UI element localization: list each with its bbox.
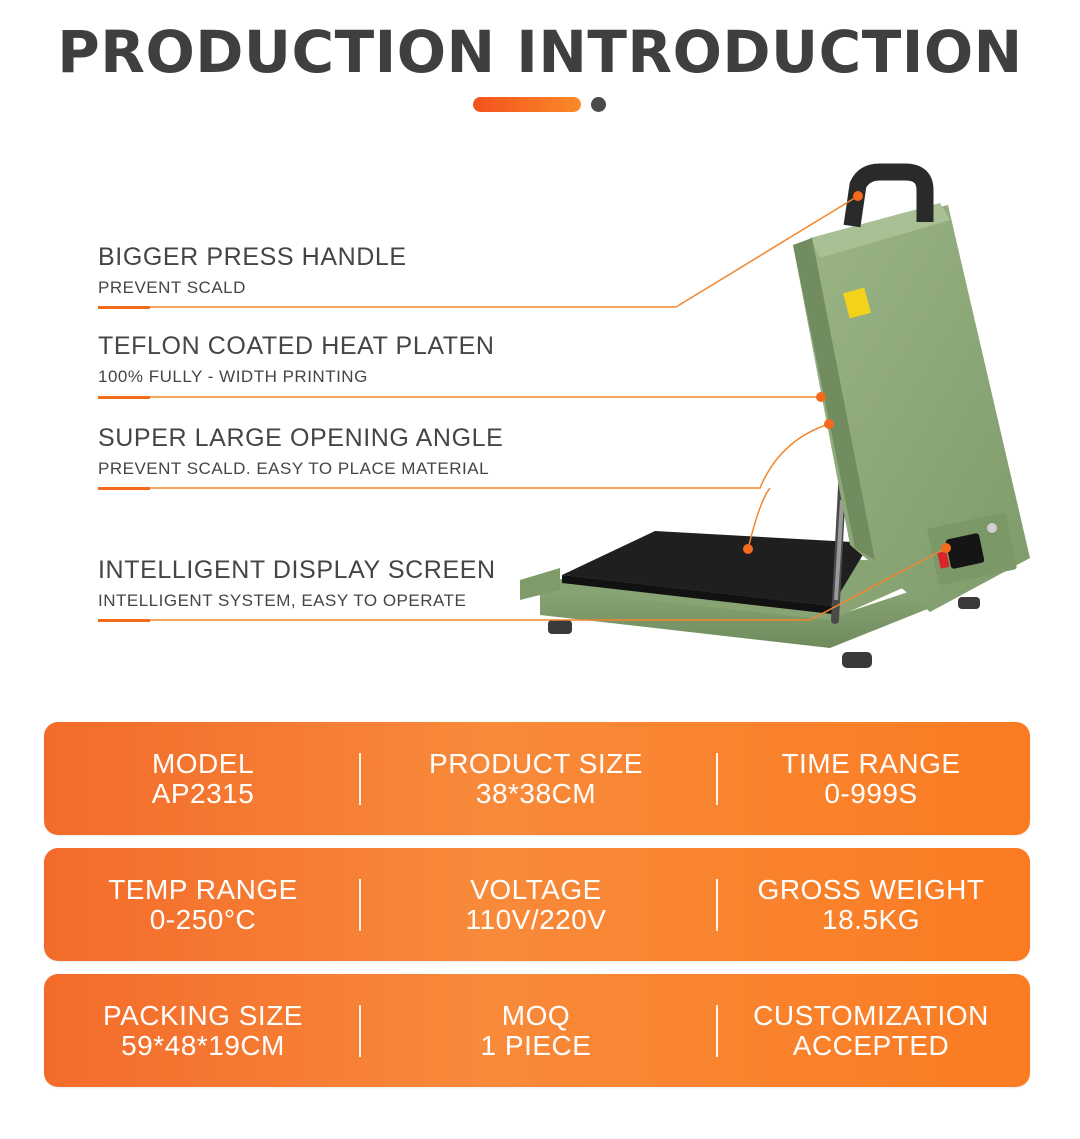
spec-label: MODEL — [151, 748, 255, 779]
spec-label: MOQ — [501, 1000, 571, 1031]
feature-press-handle: BIGGER PRESS HANDLE PREVENT SCALD — [98, 243, 407, 298]
spec-value: 38*38CM — [475, 778, 597, 809]
spec-divider — [359, 753, 361, 805]
feature-title: INTELLIGENT DISPLAY SCREEN — [98, 556, 496, 584]
spec-voltage: VOLTAGE 110V/220V — [377, 848, 695, 961]
spec-divider — [716, 1005, 718, 1057]
feature-marker — [98, 396, 150, 399]
feature-title: SUPER LARGE OPENING ANGLE — [98, 424, 504, 452]
feature-marker — [98, 619, 150, 622]
feature-title: BIGGER PRESS HANDLE — [98, 243, 407, 271]
spec-value: ACCEPTED — [792, 1030, 950, 1061]
spec-divider — [716, 879, 718, 931]
feature-subtitle: 100% FULLY - WIDTH PRINTING — [98, 367, 368, 386]
feature-marker — [98, 487, 150, 490]
feature-title: TEFLON COATED HEAT PLATEN — [98, 332, 495, 360]
feature-heat-platen: TEFLON COATED HEAT PLATEN 100% FULLY - W… — [98, 332, 495, 387]
spec-divider — [359, 1005, 361, 1057]
spec-label: TEMP RANGE — [108, 874, 298, 905]
callout-lines — [98, 195, 947, 621]
feature-subtitle: PREVENT SCALD. EASY TO PLACE MATERIAL — [98, 459, 490, 478]
spec-packing-size: PACKING SIZE 59*48*19CM — [44, 974, 362, 1087]
spec-product-size: PRODUCT SIZE 38*38CM — [377, 722, 695, 835]
feature-display-screen: INTELLIGENT DISPLAY SCREEN INTELLIGENT S… — [98, 556, 496, 611]
spec-label: CUSTOMIZATION — [753, 1000, 989, 1031]
title-accent-dot — [591, 97, 606, 112]
spec-label: VOLTAGE — [470, 874, 602, 905]
spec-value: 18.5KG — [822, 904, 920, 935]
page-title: PRODUCTION INTRODUCTION — [57, 18, 1023, 86]
spec-label: GROSS WEIGHT — [757, 874, 985, 905]
heat-platen — [562, 531, 870, 614]
spec-moq: MOQ 1 PIECE — [377, 974, 695, 1087]
feature-marker — [98, 306, 150, 309]
spec-value: 1 PIECE — [480, 1030, 592, 1061]
spec-value: 0-250°C — [149, 904, 257, 935]
spec-time-range: TIME RANGE 0-999S — [712, 722, 1030, 835]
spec-label: PACKING SIZE — [103, 1000, 303, 1031]
title-accent-bar — [473, 97, 581, 112]
spec-customization: CUSTOMIZATION ACCEPTED — [712, 974, 1030, 1087]
feature-subtitle: INTELLIGENT SYSTEM, EASY TO OPERATE — [98, 591, 467, 610]
spec-gross-weight: GROSS WEIGHT 18.5KG — [712, 848, 1030, 961]
spec-divider — [716, 753, 718, 805]
product-illustration — [98, 163, 1030, 668]
spec-value: 110V/220V — [465, 904, 607, 935]
spec-card-row-3: PACKING SIZE 59*48*19CM MOQ 1 PIECE CUST… — [44, 974, 1030, 1087]
spec-model: MODEL AP2315 — [44, 722, 362, 835]
spec-label: TIME RANGE — [781, 748, 961, 779]
feature-opening-angle: SUPER LARGE OPENING ANGLE PREVENT SCALD.… — [98, 424, 503, 479]
spec-card-row-2: TEMP RANGE 0-250°C VOLTAGE 110V/220V GRO… — [44, 848, 1030, 961]
spec-temp-range: TEMP RANGE 0-250°C — [44, 848, 362, 961]
spec-card-row-1: MODEL AP2315 PRODUCT SIZE 38*38CM TIME R… — [44, 722, 1030, 835]
spec-value: 0-999S — [824, 778, 918, 809]
machine-feet — [548, 597, 980, 668]
spec-value: 59*48*19CM — [121, 1030, 285, 1061]
machine-lid — [793, 203, 1030, 612]
spec-divider — [359, 879, 361, 931]
spec-label: PRODUCT SIZE — [429, 748, 643, 779]
callout-dots — [743, 191, 951, 554]
feature-subtitle: PREVENT SCALD — [98, 278, 246, 297]
spec-value: AP2315 — [151, 778, 255, 809]
press-handle — [843, 163, 934, 228]
